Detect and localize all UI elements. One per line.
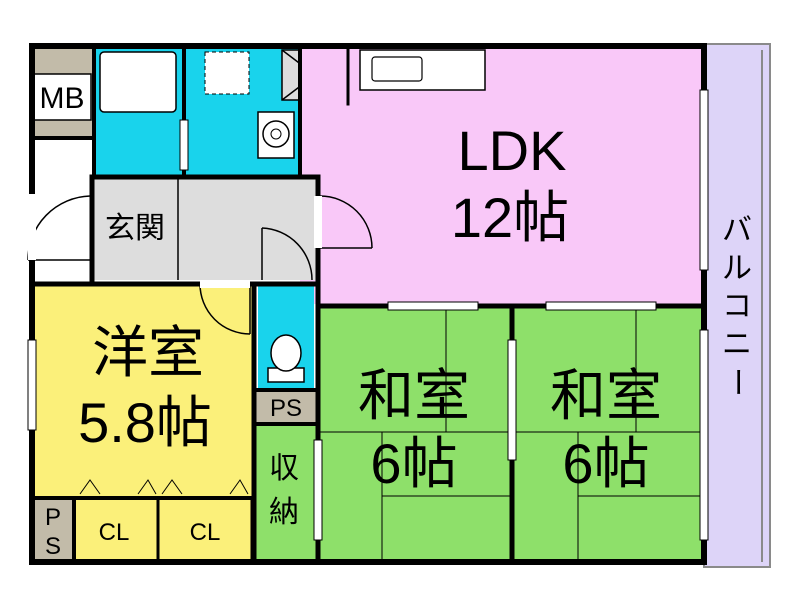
washitsu-left-area [318, 306, 510, 562]
ps-small-area [256, 392, 318, 422]
closet-left-door-a [79, 479, 101, 495]
fusuma-left [387, 301, 479, 311]
balcony [703, 43, 771, 568]
storage-line1: 収 [269, 452, 299, 485]
storage-area [256, 426, 318, 562]
western-room: 洋室 5.8帖 [32, 283, 252, 498]
closet-right-label: CL [190, 519, 221, 546]
balcony-char: コ [722, 290, 752, 323]
washitsu-right-area [514, 306, 704, 562]
washitsu-left: 和室 6帖 [318, 306, 510, 562]
storage-door-gap [313, 439, 323, 541]
entrance-name: 玄関 [105, 212, 165, 245]
closet-left-label: CL [99, 519, 130, 546]
closet-left-door-b [137, 479, 157, 495]
fusuma-between [507, 339, 517, 461]
ps-left-area [32, 498, 74, 562]
front-door-swing [27, 195, 91, 261]
balcony-label: バ ル コ ニ ー [720, 214, 753, 397]
bathroom [94, 44, 184, 177]
ldk-name: LDK [458, 119, 567, 182]
mb-room [30, 44, 94, 138]
balcony-char: ル [722, 252, 752, 285]
washitsu-right-size: 6帖 [562, 432, 649, 495]
ps-left: P S [32, 498, 74, 562]
balcony-char: バ [722, 214, 752, 247]
ps-left-line1: P [45, 504, 61, 531]
sink-drain [270, 128, 282, 140]
openings [27, 89, 709, 541]
ps-left-line2: S [45, 533, 61, 560]
hall-door-swing [261, 227, 313, 281]
balcony-char-long: ー [720, 367, 753, 397]
balcony-area [703, 43, 771, 568]
fusuma-right [545, 301, 657, 311]
entrance: 玄関 [27, 177, 318, 281]
washroom [184, 44, 300, 177]
window-west [27, 339, 37, 431]
washitsu-right: 和室 6帖 [514, 306, 704, 562]
washitsu-left-size: 6帖 [370, 432, 457, 495]
washitsu-right-name: 和室 [550, 364, 662, 427]
western-door-swing [199, 283, 251, 335]
western-door-gap [200, 280, 250, 288]
washitsu-left-name: 和室 [358, 364, 470, 427]
bath-door-gap [179, 119, 189, 171]
toilet-bowl [270, 334, 302, 372]
washing-machine-space [204, 51, 250, 95]
ldk-size: 12帖 [451, 186, 569, 249]
ps-small-label: PS [270, 395, 302, 422]
bathtub [99, 51, 177, 113]
western-name: 洋室 [92, 321, 204, 384]
storage: 収 納 [256, 426, 318, 562]
toilet-room [258, 284, 314, 388]
ldk-door-gap [314, 196, 322, 248]
mb-label: MB [40, 82, 85, 115]
balcony-char: ニ [722, 328, 752, 361]
ps-small: PS [256, 392, 318, 422]
walls [29, 43, 707, 565]
kitchen-sink [371, 56, 423, 82]
storage-line2: 納 [269, 496, 299, 529]
western-size: 5.8帖 [78, 391, 212, 454]
window-balcony-ldk [699, 89, 709, 271]
front-door-gap [28, 194, 36, 260]
entrance-area [92, 177, 318, 280]
ldk-room: LDK 12帖 [300, 44, 704, 304]
closet-right-door-a [161, 479, 183, 495]
closet-right-door-b [229, 479, 249, 495]
mb-inner [32, 73, 92, 121]
window-balcony-washitsu [699, 329, 709, 541]
ldk-door-swing [319, 195, 373, 249]
